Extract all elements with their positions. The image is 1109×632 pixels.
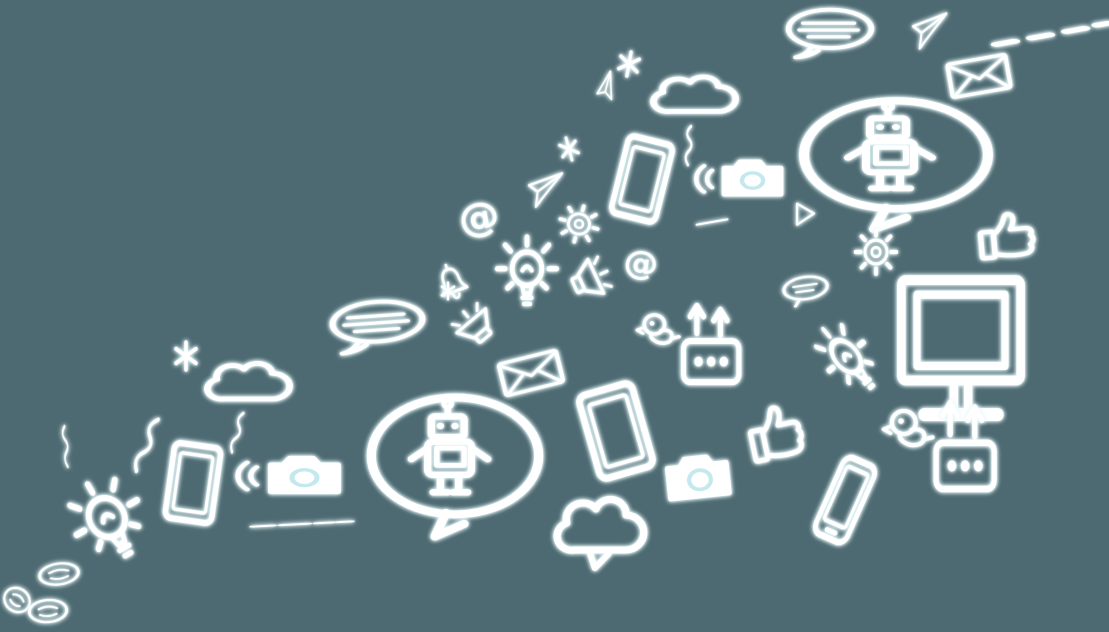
tablet-icon [148,435,237,531]
megaphone-icon [439,287,516,363]
speech-bubble-lines-icon [784,4,876,66]
printer-icon [670,294,754,392]
thumbs-up-icon [732,378,830,477]
thumbs-up-icon [967,192,1059,271]
cloud-speech-bubble-icon [546,478,650,578]
envelope-icon [491,338,572,407]
light-bulb-icon [488,230,566,318]
squiggle-line-icon [53,423,79,473]
at-sign-icon: @ [617,241,664,286]
squiggle-line-icon [219,408,254,460]
camera-icon [235,442,344,508]
megaphone-icon [554,244,626,319]
coin-icon [23,590,74,631]
robot-speech-bubble-icon [364,388,546,546]
light-bulb-icon [796,304,905,418]
svg-text:@: @ [455,192,503,243]
dash-icon [693,211,731,233]
bird-icon [880,400,950,468]
gear-icon [852,226,900,278]
printer-icon [922,390,1010,500]
paper-plane-icon [518,160,568,218]
coin-icon [32,553,87,596]
svg-text:@: @ [621,242,660,284]
gear-icon [551,197,607,251]
tablet-icon [594,126,690,232]
dashed-line-icon [990,4,1109,50]
paper-plane-icon [586,67,628,110]
tablet-icon [558,371,673,491]
speech-bubble-lines-icon [326,293,430,364]
triangle-icon [784,194,822,232]
bell-icon [425,254,482,315]
cloud-icon [644,60,739,126]
sparkle-icon [611,46,646,83]
envelope-icon [940,42,1019,109]
squiggle-line-icon [676,124,702,170]
speech-bubble-icon [778,269,835,314]
robot-speech-bubble-icon [796,92,996,238]
dashed-line-icon [249,511,355,536]
phone-icon [788,437,902,564]
camera-icon [652,436,743,518]
coin-icon [0,574,42,626]
bird-icon [634,306,694,362]
at-sign-icon: @ [450,190,508,246]
sparkle-icon [170,338,202,374]
sparkle-icon [438,280,458,302]
sparkle-icon [553,131,586,167]
camera-icon [694,146,786,210]
cloud-icon [198,346,293,414]
paper-plane-icon [902,0,952,60]
light-bulb-icon [44,454,177,592]
squiggle-line-icon [117,409,175,484]
monitor-icon [890,272,1032,434]
